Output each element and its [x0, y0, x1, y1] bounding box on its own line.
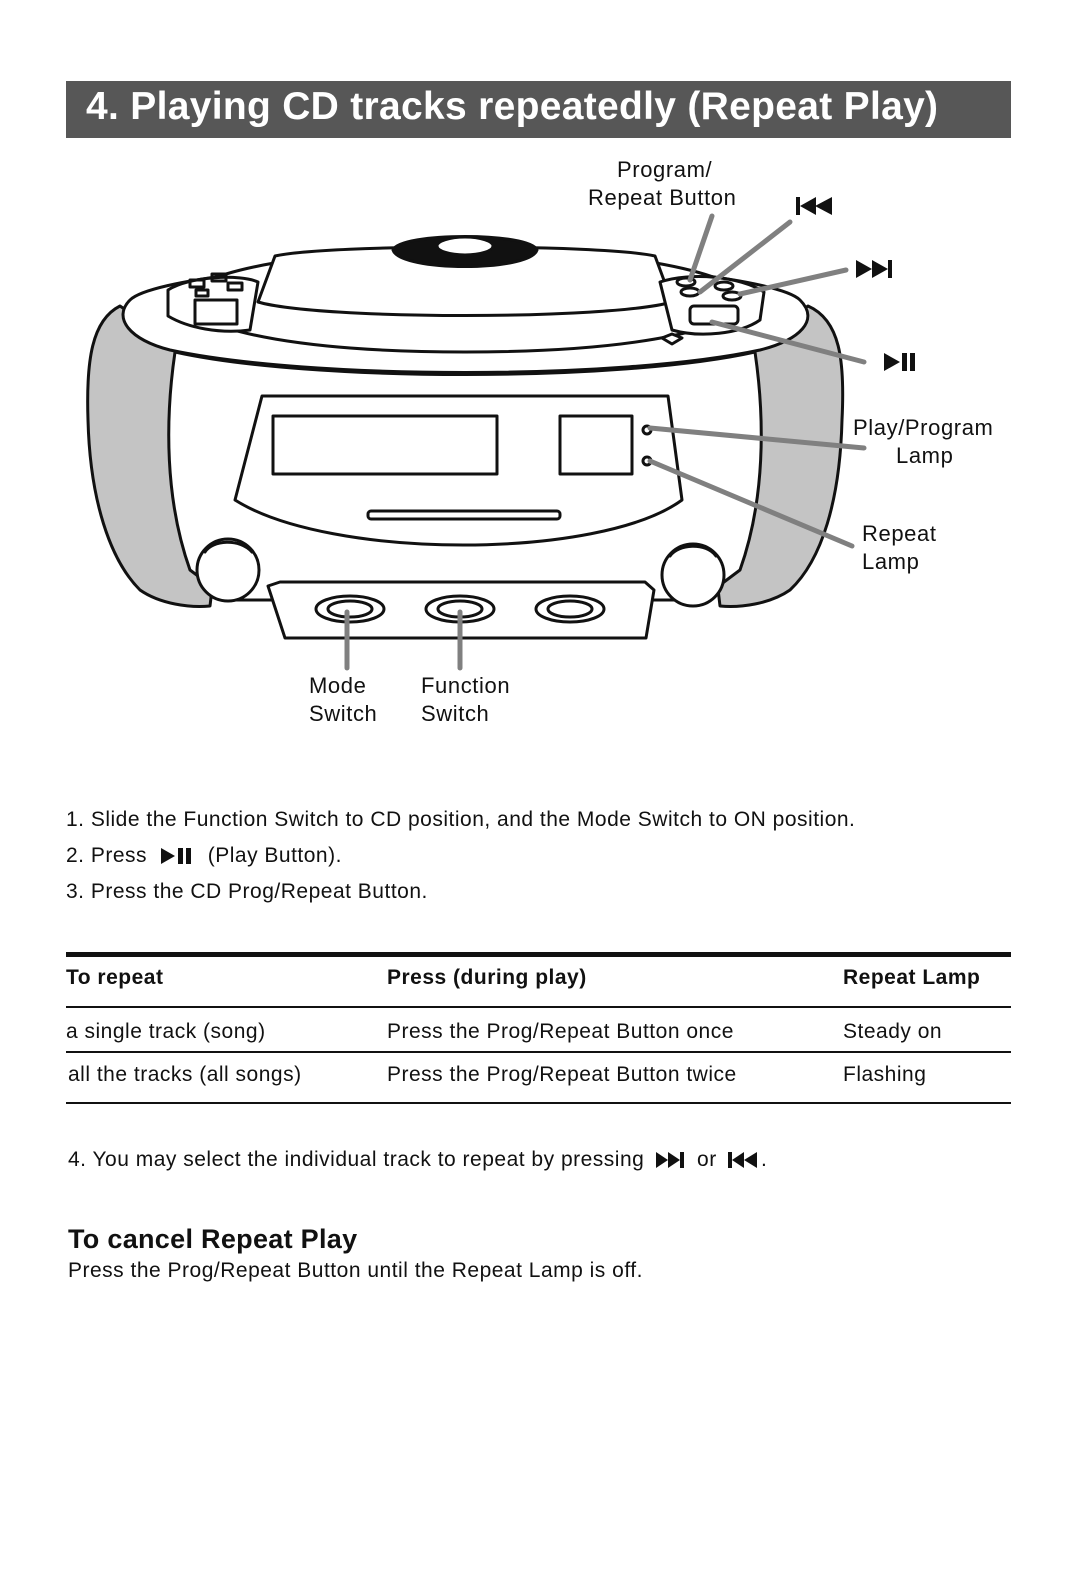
- cd-player-diagram: [86, 197, 915, 671]
- callout-line: Repeat Button: [588, 185, 737, 210]
- step-3: 3. Press the CD Prog/Repeat Button.: [66, 880, 428, 903]
- table-row-rule: [66, 1051, 1011, 1053]
- table-cell: a single track (song): [66, 1020, 266, 1043]
- table-bottom-rule: [66, 1102, 1011, 1104]
- play-pause-icon: [884, 353, 915, 371]
- mode-switch-callout: Mode Switch: [309, 672, 377, 728]
- play-pause-icon: [161, 848, 192, 865]
- skip-back-icon: [796, 197, 832, 215]
- callout-line: Function: [421, 673, 511, 698]
- table-header-press: Press (during play): [387, 966, 587, 989]
- callout-line: Repeat: [862, 521, 937, 546]
- skip-forward-icon: [856, 260, 892, 278]
- table-cell: all the tracks (all songs): [68, 1063, 302, 1086]
- step-2-suffix: (Play Button).: [207, 844, 342, 867]
- step-4-end: .: [761, 1148, 768, 1171]
- callout-line: Play/Program: [853, 415, 994, 440]
- page-title: 4. Playing CD tracks repeatedly (Repeat …: [86, 85, 939, 128]
- table-top-rule: [66, 952, 1011, 957]
- callout-line: Lamp: [896, 443, 954, 468]
- table-header-rule: [66, 1006, 1011, 1008]
- page-title-bar: 4. Playing CD tracks repeatedly (Repeat …: [66, 81, 1011, 138]
- step-4-or: or: [697, 1148, 717, 1171]
- play-program-lamp-callout: Play/Program: [853, 414, 993, 442]
- callout-line: Program/: [617, 157, 713, 182]
- skip-forward-icon: [655, 1152, 684, 1169]
- program-repeat-callout: Program/: [617, 156, 712, 184]
- repeat-lamp-callout: Repeat Lamp: [862, 520, 937, 576]
- step-2: 2. Press (Play Button).: [66, 844, 342, 868]
- table-cell: Flashing: [843, 1063, 927, 1086]
- table-cell: Steady on: [843, 1020, 943, 1043]
- callout-line: Switch: [421, 701, 490, 726]
- callout-line: Lamp: [862, 549, 920, 574]
- table-header-repeat-lamp: Repeat Lamp: [843, 966, 981, 989]
- callout-line: Switch: [309, 701, 378, 726]
- step-2-prefix: 2. Press: [66, 844, 148, 867]
- step-4-prefix: 4. You may select the individual track t…: [68, 1148, 645, 1171]
- table-header-to-repeat: To repeat: [66, 966, 164, 989]
- cancel-heading: To cancel Repeat Play: [68, 1224, 358, 1254]
- step-4: 4. You may select the individual track t…: [68, 1148, 767, 1172]
- skip-back-icon: [728, 1152, 758, 1169]
- table-cell: Press the Prog/Repeat Button twice: [387, 1063, 737, 1086]
- play-program-lamp-callout-2: Lamp: [896, 442, 953, 470]
- cancel-text: Press the Prog/Repeat Button until the R…: [68, 1259, 643, 1282]
- program-repeat-callout-2: Repeat Button: [588, 184, 736, 212]
- table-cell: Press the Prog/Repeat Button once: [387, 1020, 734, 1043]
- function-switch-callout: Function Switch: [421, 672, 510, 728]
- callout-line: Mode: [309, 673, 367, 698]
- step-1: 1. Slide the Function Switch to CD posit…: [66, 808, 856, 831]
